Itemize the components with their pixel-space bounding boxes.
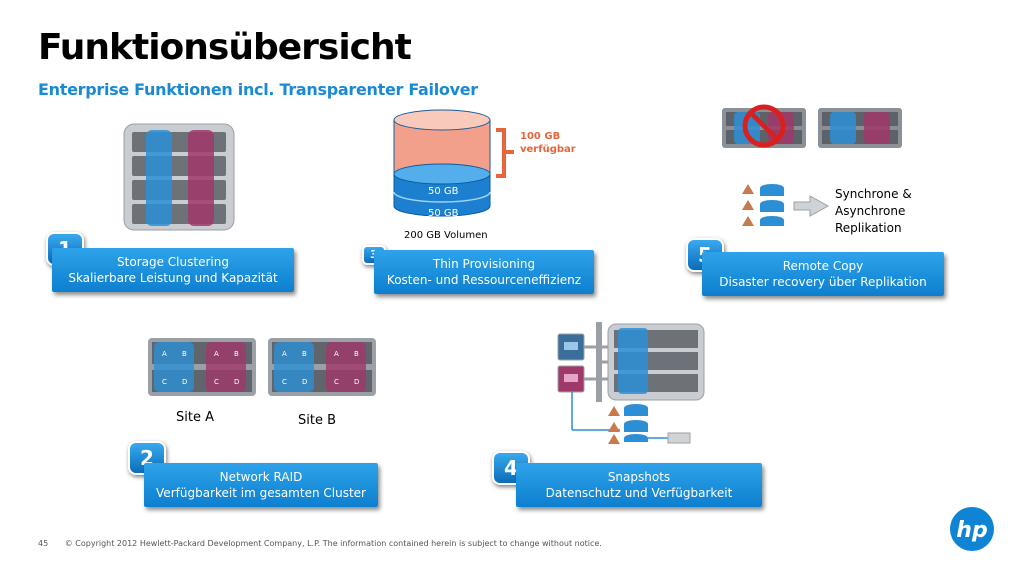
raid-block-label: D xyxy=(302,378,307,386)
feature-snapshots: Snapshots Datenschutz und Verfügbarkeit xyxy=(516,463,762,507)
raid-block-label: B xyxy=(302,350,307,358)
raid-block-label: D xyxy=(354,378,359,386)
raid-block-label: C xyxy=(162,378,167,386)
available-capacity-label: 100 GB verfügbar xyxy=(520,130,576,156)
replication-label-l1: Synchrone & xyxy=(835,187,912,201)
remote-copy-servers-icon xyxy=(722,104,902,148)
raid-block-label: C xyxy=(334,378,339,386)
raid-block-label: C xyxy=(282,378,287,386)
copyright-text: © Copyright 2012 Hewlett-Packard Develop… xyxy=(64,539,602,548)
feature-3-title: Thin Provisioning xyxy=(432,257,536,271)
feature-3-desc: Kosten- und Ressourceneffizienz xyxy=(386,273,582,287)
replication-arrow-icon xyxy=(742,184,830,226)
page-title: Funktionsübersicht xyxy=(38,27,412,68)
raid-block-label: A xyxy=(214,350,219,358)
storage-cluster-icon xyxy=(123,123,235,231)
raid-block-label: B xyxy=(182,350,187,358)
raid-block-label: A xyxy=(334,350,339,358)
feature-5-desc: Disaster recovery über Replikation xyxy=(719,275,927,289)
replication-label-l3: Replikation xyxy=(835,221,902,235)
page-number: 45 xyxy=(38,539,49,548)
raid-block-label: A xyxy=(162,350,167,358)
feature-2-desc: Verfügbarkeit im gesamten Cluster xyxy=(156,486,366,500)
feature-storage-clustering: Storage Clustering Skalierbare Leistung … xyxy=(52,248,294,292)
feature-thin-provisioning: Thin Provisioning Kosten- und Ressourcen… xyxy=(374,250,594,294)
raid-block-label: D xyxy=(234,378,239,386)
thin-provisioning-volume-icon xyxy=(393,109,514,217)
replication-label-l2: Asynchrone xyxy=(835,204,906,218)
raid-block-label: D xyxy=(182,378,187,386)
network-raid-sites-icon: A B A B C D C D A B A B C D C D xyxy=(148,338,376,396)
available-capacity-l1: 100 GB xyxy=(520,131,561,142)
hp-logo-icon: hp xyxy=(950,507,994,551)
site-b-label: Site B xyxy=(298,413,337,428)
raid-block-label: C xyxy=(214,378,219,386)
raid-block-label: B xyxy=(234,350,239,358)
raid-block-label: B xyxy=(354,350,359,358)
snapshots-icon xyxy=(557,322,705,444)
replication-label: Synchrone & Asynchrone Replikation xyxy=(835,186,912,237)
feature-4-title: Snapshots xyxy=(607,470,671,484)
feature-4-desc: Datenschutz und Verfügbarkeit xyxy=(545,486,733,500)
site-a-label: Site A xyxy=(176,410,214,425)
raid-block-label: A xyxy=(282,350,287,358)
feature-1-desc: Skalierbare Leistung und Kapazität xyxy=(68,271,278,285)
slice-2-label: 50 GB xyxy=(428,208,459,219)
page-subtitle: Enterprise Funktionen incl. Transparente… xyxy=(38,80,478,99)
feature-2-title: Network RAID xyxy=(219,470,303,484)
footer: 45 © Copyright 2012 Hewlett-Packard Deve… xyxy=(38,539,602,548)
feature-5-title: Remote Copy xyxy=(782,259,864,273)
available-capacity-l2: verfügbar xyxy=(520,144,576,155)
feature-1-title: Storage Clustering xyxy=(117,255,229,269)
volume-total-label: 200 GB Volumen xyxy=(404,230,488,241)
slice-1-label: 50 GB xyxy=(428,186,459,197)
feature-remote-copy: Remote Copy Disaster recovery über Repli… xyxy=(702,252,944,296)
svg-text:hp: hp xyxy=(956,518,987,543)
feature-network-raid: Network RAID Verfügbarkeit im gesamten C… xyxy=(144,463,378,507)
